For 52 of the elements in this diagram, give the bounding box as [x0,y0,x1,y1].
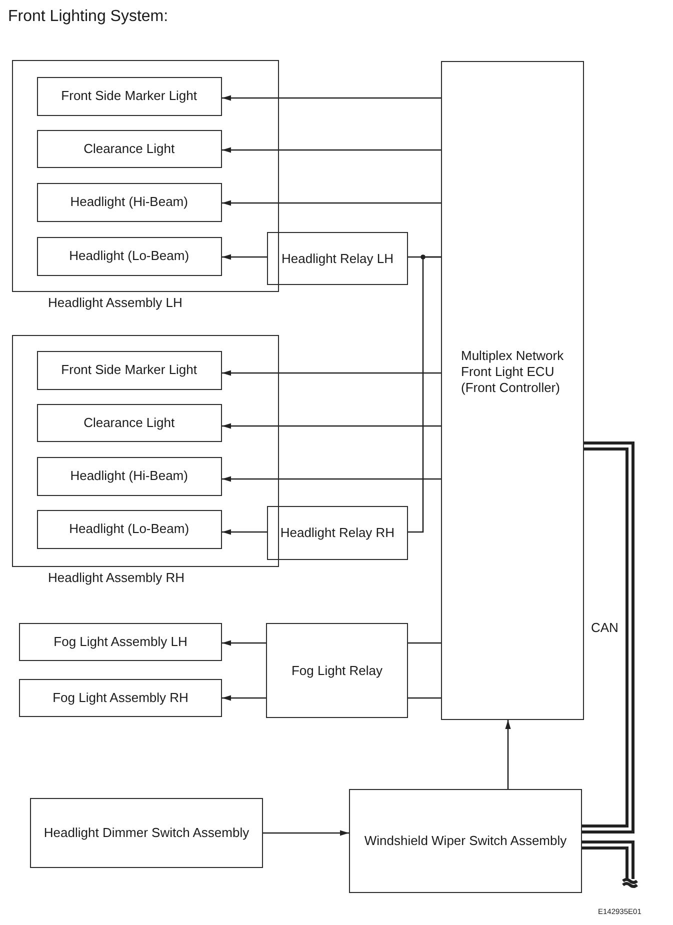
bus-line [580,442,634,834]
arrow [263,830,349,836]
switch-box [30,798,263,868]
component-label: Fog Light Assembly RH [52,690,188,706]
component-label: Headlight (Lo-Beam) [69,521,190,538]
arrow [222,476,441,482]
lamp-box [36,236,222,276]
component-label: Headlight (Hi-Beam) [70,468,188,484]
component-label: Multiplex Network Front Light ECU (Front Controller) [461,348,565,396]
relay-box [266,623,408,718]
diagram-title: Front Lighting System: [8,7,168,26]
component-label: Headlight (Hi-Beam) [70,194,188,210]
arrow [222,95,441,101]
arrow [222,529,267,535]
component-label: Clearance Light [84,140,175,157]
assembly-heading: Headlight Assembly RH [48,570,185,585]
ecu-box [441,61,584,720]
component-label: Windshield Wiper Switch Assembly [364,833,567,849]
arrow [505,720,511,789]
component-label: Fog Light Relay [291,662,383,678]
switch-box [349,789,582,893]
lamp-box [19,679,222,717]
lamp-box [36,510,222,549]
arrow [222,695,266,701]
lamp-box [36,130,222,168]
lamp-box [19,623,222,661]
assembly-heading: Headlight Assembly LH [48,295,182,310]
arrow [222,147,441,153]
arrow [222,200,441,206]
bus-line [580,840,638,888]
connector-line [408,697,441,699]
component-label: Front Side Marker Light [61,88,198,104]
lamp-box [36,456,222,496]
lamp-box [36,350,222,390]
relay-box [267,506,408,560]
component-label: Fog Light Assembly LH [54,634,188,650]
component-label: Front Side Marker Light [61,362,198,378]
arrow [222,423,441,429]
component-label: Clearance Light [84,414,175,431]
lamp-box [36,76,222,116]
lamp-box [36,404,222,442]
connector-line [408,256,441,533]
relay-box [267,232,408,285]
component-label: Headlight Dimmer Switch Assembly [44,825,250,841]
lamp-box [36,182,222,222]
arrow [222,254,267,260]
arrow [222,640,266,646]
component-label: Headlight Relay LH [281,250,394,266]
component-label: Headlight Relay RH [280,525,395,541]
arrow [222,370,441,376]
component-label: Headlight (Lo-Beam) [69,248,190,264]
connector-line [408,642,441,644]
